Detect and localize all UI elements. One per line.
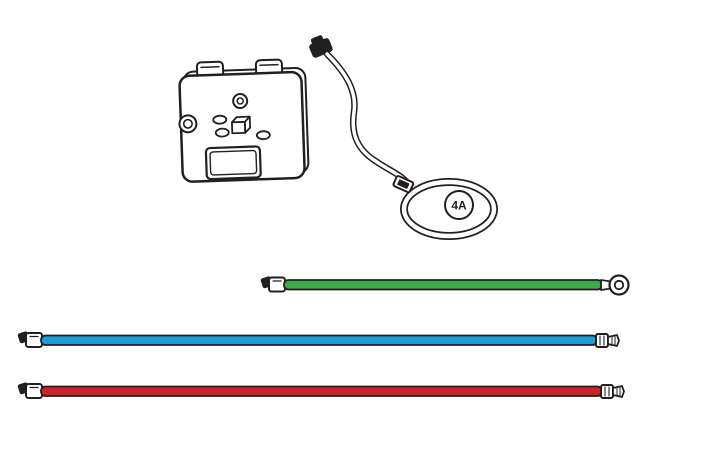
control-unit-round-button-dot bbox=[236, 97, 244, 105]
blue-cable bbox=[17, 331, 620, 348]
control-unit-side-connector-inner bbox=[182, 118, 193, 129]
cable-wire-inner bbox=[325, 52, 410, 186]
control-unit-switch-3 bbox=[255, 130, 271, 141]
green-cable-ring-terminal bbox=[600, 274, 630, 296]
callout-circle bbox=[444, 190, 474, 220]
control-unit-switch-2 bbox=[214, 127, 230, 138]
ring-clamp-cable-assembly bbox=[309, 35, 498, 240]
blue-cable-body bbox=[40, 334, 598, 346]
control-unit-bottom-panel-inner bbox=[209, 149, 258, 176]
blue-cable-right-terminal bbox=[595, 333, 620, 348]
red-cable-left-plug bbox=[17, 382, 43, 399]
green-cable-body bbox=[283, 279, 603, 291]
control-unit-switch-1 bbox=[212, 114, 228, 125]
blue-cable-left-plug bbox=[17, 331, 43, 348]
ring-clamp-housing bbox=[392, 175, 415, 194]
red-cable-right-terminal bbox=[600, 384, 625, 399]
callout-label: 4A bbox=[451, 199, 467, 213]
control-unit bbox=[178, 58, 310, 183]
ring-band-inner bbox=[401, 179, 497, 239]
green-cable-left-plug bbox=[260, 276, 286, 293]
red-cable-body bbox=[40, 385, 603, 397]
control-unit-cube-connector bbox=[231, 115, 251, 135]
green-cable bbox=[260, 274, 630, 296]
callout-4a: 4A bbox=[444, 190, 474, 220]
red-cable bbox=[17, 382, 625, 399]
cable-wire-outer bbox=[323, 50, 412, 188]
